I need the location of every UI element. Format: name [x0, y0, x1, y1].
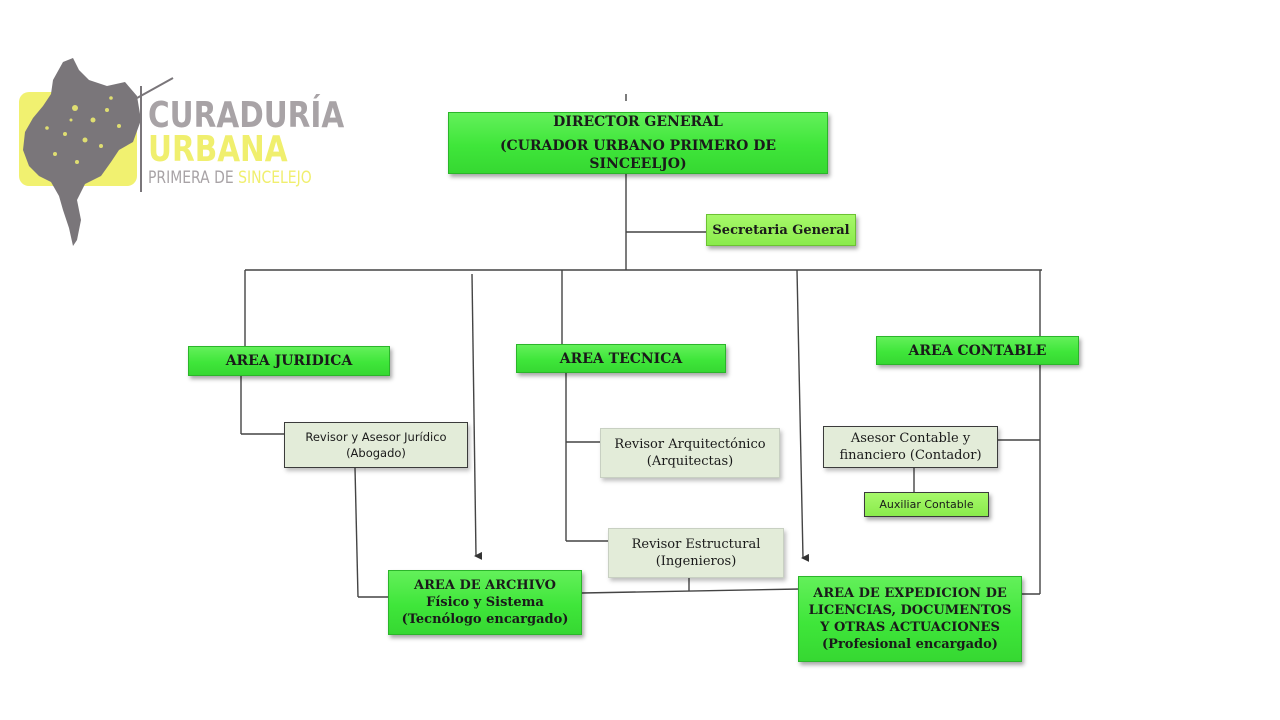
asesor-contable-title: Asesor Contable y: [850, 431, 971, 446]
area-expedicion-line3: Y OTRAS ACTUACIONES: [820, 620, 1000, 635]
revisor-estructural-title: Revisor Estructural: [631, 537, 761, 552]
director-subtitle: (CURADOR URBANO PRIMERO DE SINCEELJO): [499, 138, 777, 172]
area-archivo-role: (Tecnólogo encargado): [401, 612, 569, 627]
area-contable-box: AREA CONTABLE: [876, 336, 1079, 365]
area-expedicion-line2: LICENCIAS, DOCUMENTOS: [808, 603, 1012, 618]
revisor-arquitectonico-role: (Arquitectas): [646, 454, 734, 469]
area-archivo-title: AREA DE ARCHIVO: [414, 578, 556, 593]
area-tecnica-box: AREA TECNICA: [516, 344, 726, 373]
area-juridica-box: AREA JURIDICA: [188, 346, 390, 376]
revisor-estructural-box: Revisor Estructural (Ingenieros): [608, 528, 784, 578]
revisor-arquitectonico-title: Revisor Arquitectónico: [614, 437, 766, 452]
revisor-juridico-title: Revisor y Asesor Jurídico: [305, 430, 447, 444]
area-archivo-sub: Físico y Sistema: [426, 595, 544, 610]
logo-line-urbana: URBANA: [148, 129, 288, 170]
revisor-juridico-box: Revisor y Asesor Jurídico (Abogado): [284, 422, 468, 468]
city-map-logo: [19, 58, 174, 246]
area-expedicion-line1: AREA DE EXPEDICION DE: [813, 586, 1007, 601]
logo-line-primera: PRIMERA DE SINCELEJO: [148, 170, 344, 187]
area-contable-label: AREA CONTABLE: [908, 342, 1047, 359]
asesor-contable-role: financiero (Contador): [839, 448, 982, 463]
logo-wordmark: CURADURÍA URBANA PRIMERA DE SINCELEJO: [148, 98, 387, 187]
logo-line-curaduria: CURADURÍA: [148, 95, 345, 136]
logo-primera-de: PRIMERA DE: [148, 168, 239, 188]
area-expedicion-role: (Profesional encargado): [822, 637, 998, 652]
revisor-estructural-role: (Ingenieros): [655, 554, 737, 569]
revisor-arquitectonico-box: Revisor Arquitectónico (Arquitectas): [600, 428, 780, 478]
area-expedicion-box: AREA DE EXPEDICION DE LICENCIAS, DOCUMEN…: [798, 576, 1022, 662]
secretaria-general-box: Secretaria General: [706, 214, 856, 246]
area-juridica-label: AREA JURIDICA: [225, 353, 353, 369]
area-tecnica-label: AREA TECNICA: [559, 350, 683, 367]
secretaria-label: Secretaria General: [712, 222, 850, 238]
revisor-juridico-role: (Abogado): [346, 446, 406, 460]
asesor-contable-box: Asesor Contable y financiero (Contador): [823, 426, 998, 468]
auxiliar-contable-label: Auxiliar Contable: [879, 498, 974, 511]
area-archivo-box: AREA DE ARCHIVO Físico y Sistema (Tecnól…: [388, 570, 582, 635]
director-title: DIRECTOR GENERAL: [553, 114, 723, 130]
logo-sincelejo: SINCELEJO: [238, 168, 312, 188]
auxiliar-contable-box: Auxiliar Contable: [864, 492, 989, 517]
director-general-box: DIRECTOR GENERAL (CURADOR URBANO PRIMERO…: [448, 112, 828, 174]
